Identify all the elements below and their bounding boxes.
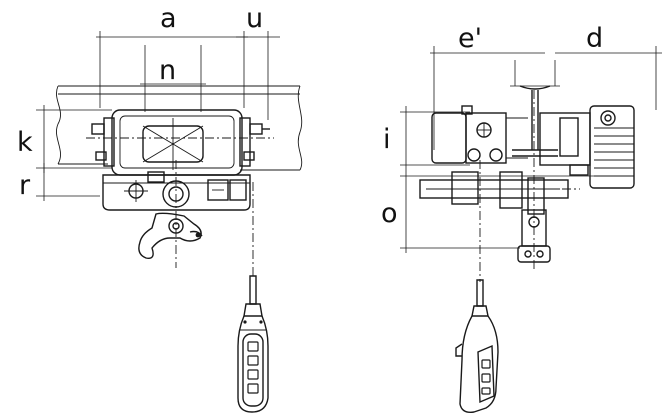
- dimension-k: k: [17, 105, 112, 173]
- dimension-o: o: [381, 170, 600, 253]
- dim-label-o: o: [381, 198, 398, 229]
- dim-label-a: a: [160, 3, 177, 34]
- dim-label-n: n: [159, 55, 176, 86]
- hoist-body: [102, 160, 251, 268]
- hoist-drum: [419, 90, 580, 270]
- hook-block: [517, 209, 551, 263]
- pendant-side: [455, 279, 499, 414]
- hook: [138, 212, 203, 259]
- dim-label-r: r: [19, 170, 31, 201]
- i-beam: [510, 60, 560, 157]
- dim-label-u: u: [246, 3, 263, 34]
- side-view: e' d i o: [381, 23, 662, 414]
- right-motor: [539, 105, 635, 189]
- dimension-n: n: [140, 45, 206, 112]
- left-gearbox: [431, 105, 528, 164]
- dimension-a: a: [96, 3, 248, 108]
- pendant-front: [237, 275, 269, 413]
- trolley-frame: [86, 109, 274, 176]
- front-view: a u n k: [17, 3, 303, 413]
- dimension-e: e': [430, 23, 545, 150]
- dim-label-e: e': [458, 23, 482, 54]
- dimension-r: r: [19, 163, 100, 201]
- dim-label-d: d: [586, 23, 603, 54]
- dimension-d: d: [555, 23, 662, 110]
- dim-label-k: k: [17, 127, 33, 158]
- dim-label-i: i: [383, 124, 391, 155]
- dimension-u: u: [236, 3, 280, 120]
- rail-beam: [56, 85, 303, 171]
- dimension-i: i: [383, 106, 470, 170]
